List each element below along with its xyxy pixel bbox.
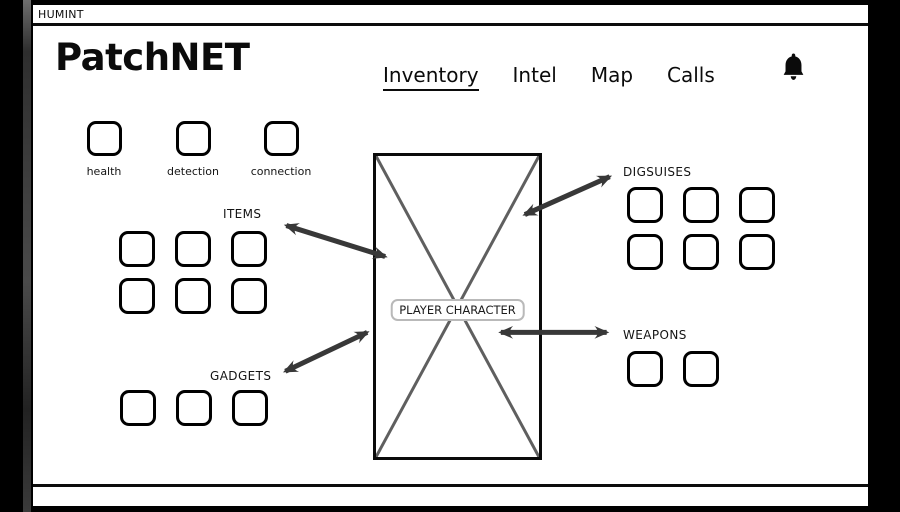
items-slot[interactable] [119,231,155,267]
health-label: health [86,165,122,178]
nav-tab-map[interactable]: Map [590,63,634,87]
health-indicator-box [86,121,122,156]
connection-label: connection [250,165,312,178]
titlebar: HUMINT [33,5,868,26]
weapons-row [627,351,719,387]
gadgets-slot[interactable] [176,390,212,426]
player-character-placeholder: PLAYER CHARACTER [373,153,542,460]
items-section-label: ITEMS [223,207,262,221]
items-connector-arrow [283,223,388,259]
disguises-slot[interactable] [683,187,719,223]
screen-edge-shade [23,0,31,512]
disguises-slot[interactable] [627,234,663,270]
bottom-statusbar [33,484,868,506]
detection-indicator-box [175,121,211,156]
nav-tab-calls[interactable]: Calls [667,63,715,87]
disguises-grid [627,187,775,270]
weapons-slot[interactable] [683,351,719,387]
gadgets-slot[interactable] [232,390,268,426]
items-slot[interactable] [119,278,155,314]
window-title: HUMINT [38,8,84,21]
player-character-label: PLAYER CHARACTER [390,299,525,321]
status-detection: detection [147,121,239,178]
gadgets-slot[interactable] [120,390,156,426]
weapons-section-label: WEAPONS [623,328,687,342]
notification-bell-icon[interactable] [780,52,807,83]
detection-label: detection [167,165,219,178]
items-slot[interactable] [175,231,211,267]
disguises-slot[interactable] [739,234,775,270]
disguises-slot[interactable] [683,234,719,270]
disguises-section-label: DIGSUISES [623,165,692,179]
items-grid [119,231,267,314]
app-logo: PatchNET [55,36,250,79]
status-connection: connection [235,121,327,178]
main-nav: Inventory Intel Map Calls [383,63,715,91]
disguises-slot[interactable] [627,187,663,223]
app-window: HUMINT PatchNET Inventory Intel Map Call… [31,3,870,508]
items-slot[interactable] [231,231,267,267]
gadgets-connector-arrow [282,330,370,374]
weapons-slot[interactable] [627,351,663,387]
nav-tab-inventory[interactable]: Inventory [383,63,479,91]
disguises-slot[interactable] [739,187,775,223]
items-slot[interactable] [231,278,267,314]
items-slot[interactable] [175,278,211,314]
gadgets-row [120,390,268,426]
content-area: PatchNET Inventory Intel Map Calls healt… [33,26,868,484]
status-health: health [58,121,150,178]
connection-indicator-box [263,121,299,156]
gadgets-section-label: GADGETS [210,369,272,383]
nav-tab-intel[interactable]: Intel [512,63,557,87]
